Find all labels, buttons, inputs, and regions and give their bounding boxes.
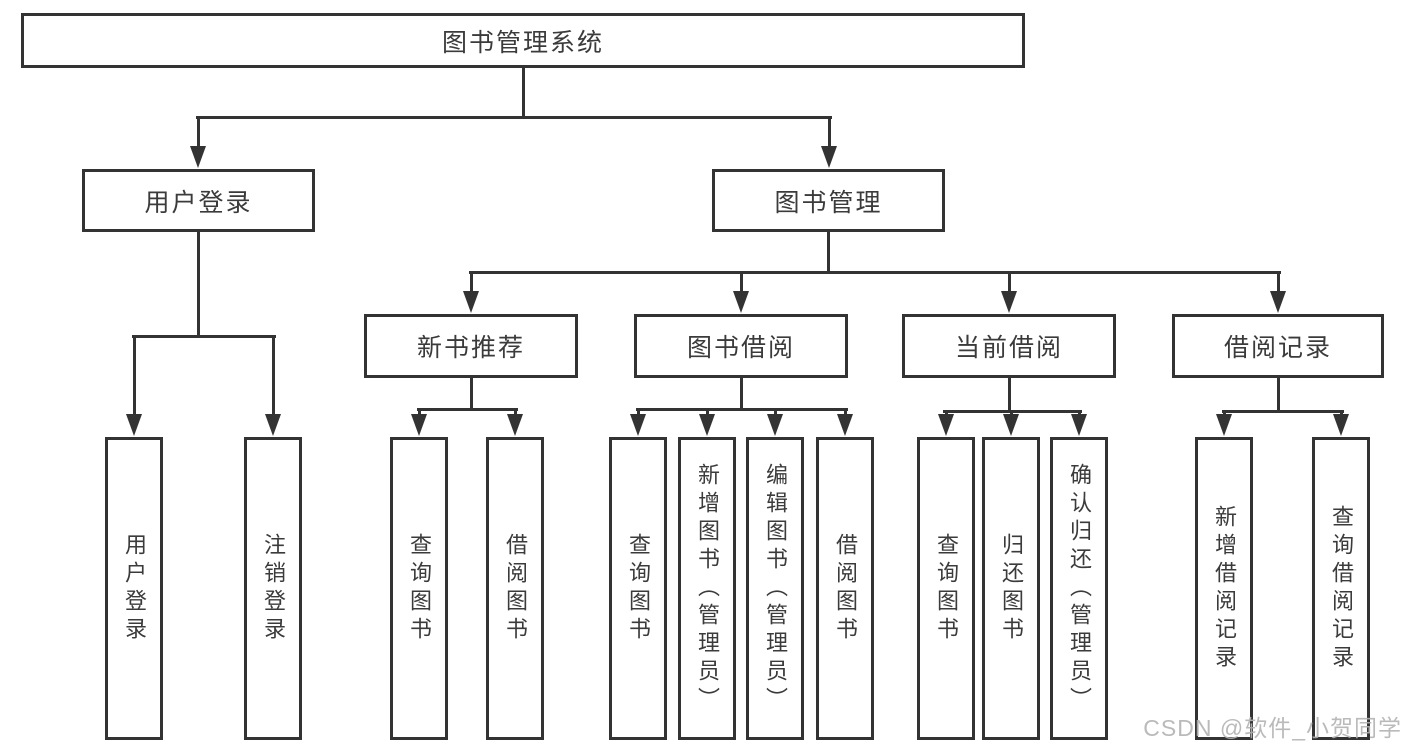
connector-arrow-line — [705, 408, 709, 418]
connector-arrow-line — [1276, 271, 1280, 295]
connector-arrow-line — [132, 336, 136, 418]
leaf-logout: 注销登录 — [244, 437, 302, 740]
connector-branch-line — [416, 408, 518, 411]
node-user-login: 用户登录 — [82, 169, 315, 232]
connector-stem — [1276, 378, 1280, 413]
connector-arrow-line — [196, 118, 200, 150]
arrowhead-down-icon — [767, 414, 783, 436]
node-label: 图书借阅 — [686, 334, 795, 362]
node-label: 归还图书 — [999, 532, 1024, 645]
connector-stem — [1007, 378, 1011, 413]
connector-arrow-line — [827, 118, 831, 150]
node-label: 图书管理 — [774, 188, 883, 217]
connector-arrow-line — [417, 408, 421, 418]
node-label: 查询图书 — [626, 532, 651, 645]
node-label: 确认归还（管理员） — [1067, 462, 1092, 715]
leaf-borrow-books-borrowing: 借阅图书 — [816, 437, 874, 740]
connector-stem — [469, 378, 473, 411]
node-label: 借阅图书 — [503, 532, 528, 645]
leaf-edit-books-admin: 编辑图书（管理员） — [746, 437, 804, 740]
leaf-return-books: 归还图书 — [982, 437, 1040, 740]
arrowhead-down-icon — [699, 414, 715, 436]
arrowhead-down-icon — [1333, 414, 1349, 436]
connector-branch-line — [635, 408, 848, 411]
connector-stem — [521, 68, 525, 119]
node-label: 查询借阅记录 — [1329, 504, 1354, 673]
node-label: 新增借阅记录 — [1212, 504, 1237, 673]
connector-arrow-line — [636, 408, 640, 418]
node-book-borrowing: 图书借阅 — [634, 314, 848, 378]
arrowhead-down-icon — [630, 414, 646, 436]
arrowhead-down-icon — [733, 291, 749, 313]
node-current-borrowing: 当前借阅 — [902, 314, 1116, 378]
arrowhead-down-icon — [1270, 291, 1286, 313]
node-label: 借阅图书 — [833, 532, 858, 645]
leaf-add-books-admin: 新增图书（管理员） — [678, 437, 736, 740]
node-label: 编辑图书（管理员） — [763, 462, 788, 715]
node-label: 借阅记录 — [1223, 334, 1332, 362]
connector-arrow-line — [843, 408, 847, 418]
arrowhead-down-icon — [837, 414, 853, 436]
arrowhead-down-icon — [463, 291, 479, 313]
leaf-query-books-recommend: 查询图书 — [390, 437, 448, 740]
connector-stem — [196, 232, 200, 338]
node-label: 查询图书 — [407, 532, 432, 645]
arrowhead-down-icon — [411, 414, 427, 436]
connector-arrow-line — [513, 408, 517, 418]
arrowhead-down-icon — [265, 414, 281, 436]
connector-stem — [826, 232, 830, 274]
connector-stem — [739, 378, 743, 411]
node-label: 用户登录 — [122, 532, 147, 645]
node-library-management-system: 图书管理系统 — [21, 13, 1025, 68]
arrowhead-down-icon — [507, 414, 523, 436]
connector-arrow-line — [773, 408, 777, 418]
arrowhead-down-icon — [1071, 414, 1087, 436]
connector-branch-line — [195, 116, 832, 119]
arrowhead-down-icon — [1003, 414, 1019, 436]
arrowhead-down-icon — [126, 414, 142, 436]
leaf-add-borrow-record: 新增借阅记录 — [1195, 437, 1253, 740]
connector-arrow-line — [1007, 271, 1011, 295]
leaf-borrow-books-recommend: 借阅图书 — [486, 437, 544, 740]
connector-branch-line — [131, 335, 276, 338]
leaf-query-books-current: 查询图书 — [917, 437, 975, 740]
watermark: CSDN @软件_小贺同学 — [1143, 715, 1402, 741]
leaf-query-borrow-record: 查询借阅记录 — [1312, 437, 1370, 740]
leaf-query-books-borrowing: 查询图书 — [609, 437, 667, 740]
connector-arrow-line — [469, 271, 473, 295]
connector-branch-line — [1221, 410, 1344, 413]
node-label: 查询图书 — [934, 532, 959, 645]
node-label: 图书管理系统 — [441, 28, 604, 57]
connector-branch-line — [468, 271, 1281, 274]
node-book-management: 图书管理 — [712, 169, 945, 232]
leaf-user-login: 用户登录 — [105, 437, 163, 740]
connector-arrow-line — [739, 271, 743, 295]
node-label: 当前借阅 — [954, 334, 1063, 362]
arrowhead-down-icon — [938, 414, 954, 436]
node-borrowing-records: 借阅记录 — [1172, 314, 1384, 378]
arrowhead-down-icon — [1216, 414, 1232, 436]
arrowhead-down-icon — [1001, 291, 1017, 313]
node-label: 注销登录 — [261, 532, 286, 645]
node-label: 新增图书（管理员） — [695, 462, 720, 715]
connector-arrow-line — [271, 336, 275, 418]
node-label: 新书推荐 — [416, 334, 525, 362]
node-new-book-recommendation: 新书推荐 — [364, 314, 578, 378]
node-label: 用户登录 — [144, 188, 253, 217]
arrowhead-down-icon — [190, 146, 206, 168]
arrowhead-down-icon — [821, 146, 837, 168]
leaf-confirm-return-admin: 确认归还（管理员） — [1050, 437, 1108, 740]
